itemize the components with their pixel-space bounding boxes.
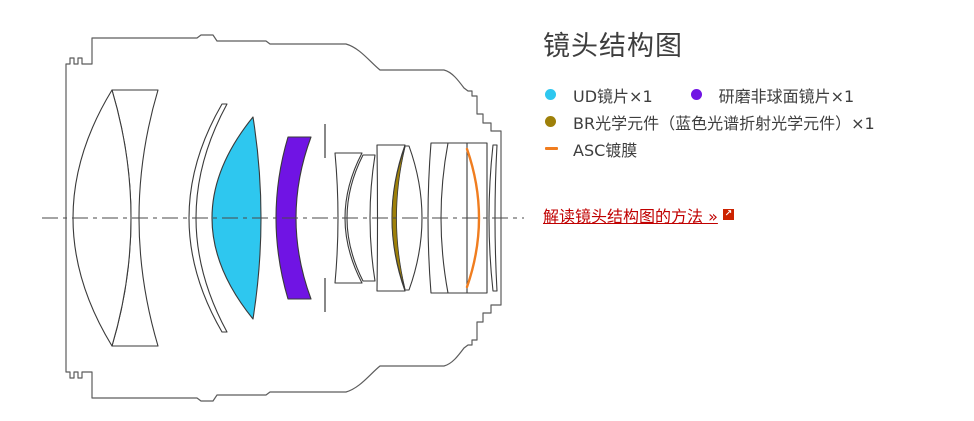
legend-item-br: BR光学元件（蓝色光谱折射光学元件）×1 <box>545 110 875 134</box>
br-dot-icon <box>545 116 556 127</box>
lens-barrel-outline <box>65 34 502 402</box>
page-title: 镜头结构图 <box>543 31 683 62</box>
legend-label-br: BR光学元件（蓝色光谱折射光学元件）×1 <box>573 113 875 133</box>
legend-item-aspherical: 研磨非球面镜片×1 <box>690 83 855 107</box>
aspherical-dot-icon <box>690 89 702 100</box>
asc-coating-line <box>465 147 481 289</box>
how-to-read-diagram-link[interactable]: 解读镜头结构图的方法 » ↗ <box>543 203 734 227</box>
legend-item-ud: UD镜片×1 <box>545 83 653 107</box>
legend-item-asc: ASC镀膜 <box>545 137 637 161</box>
legend-row-2: BR光学元件（蓝色光谱折射光学元件）×1 <box>545 108 955 135</box>
legend-label-ud: UD镜片×1 <box>573 86 653 106</box>
legend-row-1: UD镜片×1 研磨非球面镜片×1 <box>545 81 955 108</box>
how-to-read-diagram-link-label: 解读镜头结构图的方法 » <box>543 207 718 226</box>
asc-dash-icon <box>545 147 558 150</box>
ud-dot-icon <box>545 89 556 100</box>
legend-label-aspherical: 研磨非球面镜片×1 <box>718 86 855 106</box>
lens-legend: UD镜片×1 研磨非球面镜片×1 BR光学元件（蓝色光谱折射光学元件）×1 AS… <box>545 81 955 162</box>
br-optical-element <box>391 146 406 290</box>
lens-element-mid-meniscus <box>346 154 376 282</box>
external-link-icon: ↗ <box>722 209 734 220</box>
legend-label-asc: ASC镀膜 <box>573 140 638 160</box>
lens-structure-diagram <box>42 34 524 402</box>
legend-row-3: ASC镀膜 <box>545 135 955 162</box>
lens-element-thin-meniscus <box>188 103 228 333</box>
lens-element-biconcave <box>334 152 363 284</box>
